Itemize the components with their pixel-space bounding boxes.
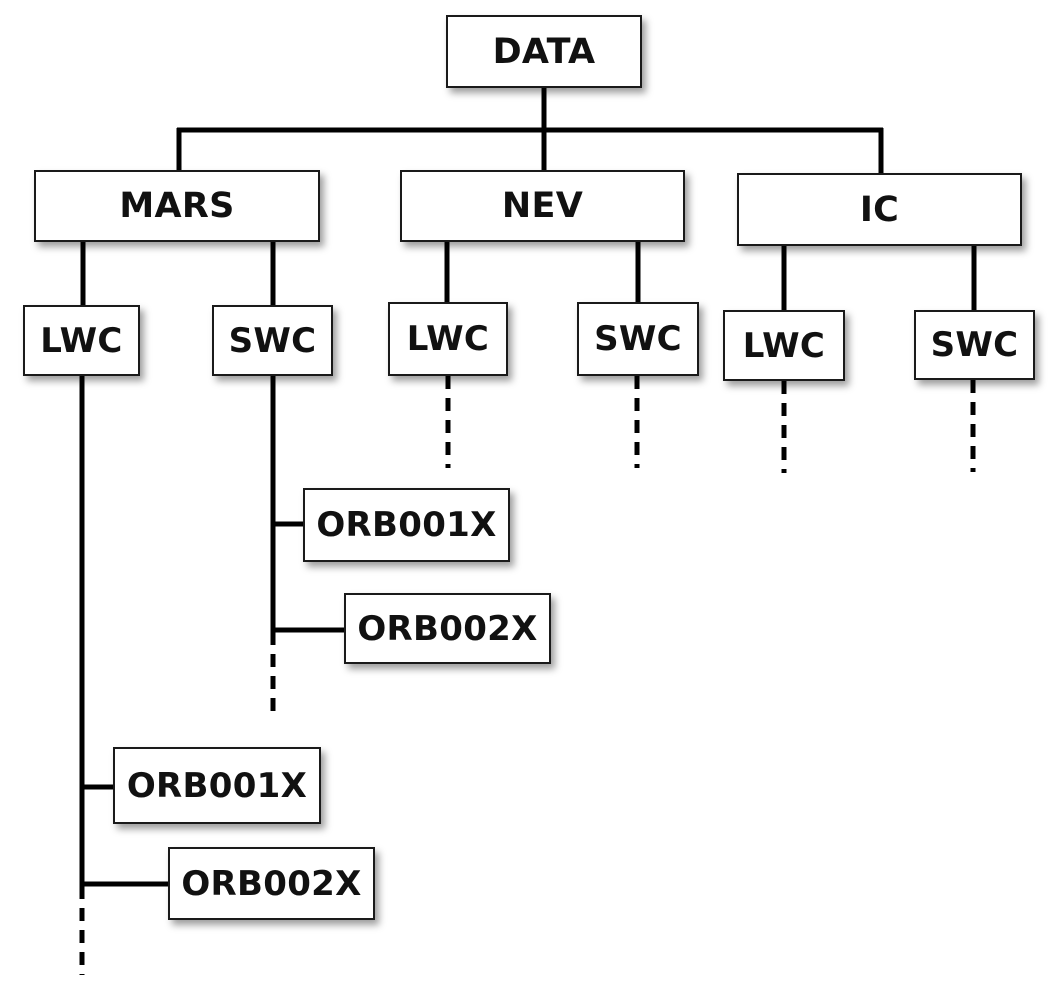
node-label: SWC bbox=[930, 325, 1019, 365]
node-label: MARS bbox=[119, 186, 235, 226]
node-label: ORB001X bbox=[126, 765, 308, 806]
node-mars-lwc[interactable]: LWC bbox=[23, 305, 140, 376]
node-mars[interactable]: MARS bbox=[34, 170, 320, 242]
node-label: LWC bbox=[742, 325, 826, 366]
node-label: LWC bbox=[40, 320, 123, 361]
node-label: LWC bbox=[406, 319, 490, 359]
node-label: DATA bbox=[492, 31, 596, 72]
node-label: IC bbox=[859, 189, 900, 230]
node-ic[interactable]: IC bbox=[737, 173, 1022, 246]
node-mars-lwc-orb001x[interactable]: ORB001X bbox=[113, 747, 321, 824]
node-label: ORB002X bbox=[181, 863, 362, 904]
node-ic-swc[interactable]: SWC bbox=[914, 310, 1035, 380]
node-label: SWC bbox=[594, 319, 682, 359]
node-mars-swc-orb001x[interactable]: ORB001X bbox=[303, 488, 510, 562]
node-nev-lwc[interactable]: LWC bbox=[388, 302, 508, 376]
node-mars-swc[interactable]: SWC bbox=[212, 305, 333, 376]
node-label: ORB002X bbox=[357, 608, 538, 649]
node-nev[interactable]: NEV bbox=[400, 170, 685, 242]
node-label: SWC bbox=[228, 320, 317, 361]
node-ic-lwc[interactable]: LWC bbox=[723, 310, 845, 381]
node-label: NEV bbox=[501, 186, 584, 226]
node-mars-lwc-orb002x[interactable]: ORB002X bbox=[168, 847, 375, 920]
node-nev-swc[interactable]: SWC bbox=[577, 302, 699, 376]
node-mars-swc-orb002x[interactable]: ORB002X bbox=[344, 593, 551, 664]
node-data-root[interactable]: DATA bbox=[446, 15, 642, 88]
node-label: ORB001X bbox=[316, 505, 497, 545]
